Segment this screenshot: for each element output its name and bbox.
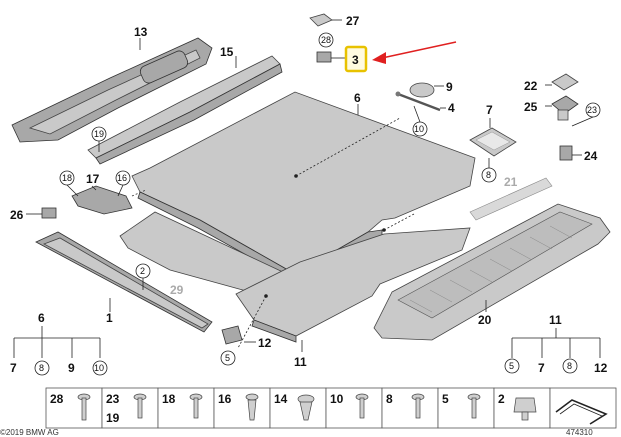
callout-26: 26 xyxy=(10,208,24,222)
part-1-sill-rail xyxy=(35,231,213,333)
part-13-trim-panel xyxy=(11,37,213,143)
fastener-label-18: 18 xyxy=(162,392,176,406)
callout-20: 20 xyxy=(478,313,492,327)
part-7-cover xyxy=(469,127,517,157)
part-25-holder xyxy=(551,95,579,121)
fastener-label-28: 28 xyxy=(50,392,64,406)
fastener-label-8: 8 xyxy=(386,392,393,406)
callout-9: 9 xyxy=(446,80,453,94)
callout-17: 17 xyxy=(86,172,100,186)
group-bracket-right: 11 5 7 8 12 xyxy=(504,313,608,375)
callout-6: 6 xyxy=(354,91,361,105)
footer-reference: 474310 xyxy=(566,428,593,437)
fastener-label-19: 19 xyxy=(106,411,120,425)
group-right-item-0: 5 xyxy=(509,361,514,371)
group-right-item-2: 8 xyxy=(567,361,572,371)
fastener-label-10: 10 xyxy=(330,392,344,406)
part-3-clip xyxy=(316,51,332,63)
clip-icon-2 xyxy=(513,397,537,421)
part-17-bracket xyxy=(71,185,147,215)
fastener-label-23: 23 xyxy=(106,392,120,406)
group-left-title: 6 xyxy=(38,311,45,325)
screw-icon-28 xyxy=(77,393,91,421)
callout-21: 21 xyxy=(504,175,518,189)
callout-4: 4 xyxy=(448,101,455,115)
fastener-label-14: 14 xyxy=(274,392,288,406)
callout-5-circle xyxy=(220,350,236,366)
part-9-cap xyxy=(409,82,435,98)
part-12-clip xyxy=(221,325,243,345)
clip-mounting-icon xyxy=(555,399,608,425)
callout-27: 27 xyxy=(346,14,360,28)
screw-icon-10 xyxy=(355,393,369,419)
callout-23: 23 xyxy=(587,105,597,115)
fastener-grid: 28 23 19 18 16 14 10 8 5 2 xyxy=(45,387,617,429)
part-24-clip xyxy=(559,145,573,161)
fastener-label-16: 16 xyxy=(218,392,232,406)
screw-icon-8 xyxy=(411,393,425,419)
callout-8: 8 xyxy=(486,170,491,180)
part-21-strip xyxy=(469,177,553,221)
callout-28-circle xyxy=(318,32,334,48)
callout-16: 16 xyxy=(117,173,127,183)
callout-22: 22 xyxy=(524,79,538,93)
callout-3: 3 xyxy=(352,53,359,67)
callout-10: 10 xyxy=(414,124,424,134)
group-left-item-1: 8 xyxy=(39,363,44,373)
part-27-cap xyxy=(309,13,333,27)
fastener-label-5: 5 xyxy=(442,392,449,406)
callout-29: 29 xyxy=(170,283,184,297)
callout-19: 19 xyxy=(94,129,104,139)
callout-25: 25 xyxy=(524,100,538,114)
screw-icon-23 xyxy=(133,393,147,419)
part-15-rail xyxy=(87,55,283,165)
part-4-rod xyxy=(395,91,441,112)
screw-icon-5 xyxy=(467,393,481,419)
callout-11: 11 xyxy=(294,355,307,369)
group-right-item-3: 12 xyxy=(594,361,608,375)
red-arrow-icon xyxy=(372,41,457,64)
highlight-box xyxy=(344,45,368,73)
callout-18: 18 xyxy=(62,173,72,183)
group-bracket-left: 6 7 8 9 10 xyxy=(10,311,108,376)
part-20-loading-sill-cover xyxy=(373,203,611,341)
screw-icon-16 xyxy=(245,393,259,421)
callout-28: 28 xyxy=(321,35,331,45)
callout-12: 12 xyxy=(258,336,272,350)
part-26-clip xyxy=(41,207,57,219)
group-right-title: 11 xyxy=(549,313,562,327)
callout-2: 2 xyxy=(140,266,145,276)
callout-1: 1 xyxy=(106,311,113,325)
callout-13: 13 xyxy=(134,25,148,39)
callout-15: 15 xyxy=(220,45,234,59)
callout-5: 5 xyxy=(225,353,230,363)
clip-icon-14 xyxy=(297,394,315,421)
fastener-label-2: 2 xyxy=(498,392,505,406)
group-left-item-3: 10 xyxy=(94,363,104,373)
part-11-base-tray xyxy=(235,227,471,343)
group-right-item-1: 7 xyxy=(538,361,545,375)
footer-copyright: ©2019 BMW AG xyxy=(0,428,59,437)
callout-24: 24 xyxy=(584,149,598,163)
group-left-item-0: 7 xyxy=(10,361,17,375)
part-22-cap xyxy=(551,73,579,91)
group-left-item-2: 9 xyxy=(68,361,75,375)
screw-icon-18 xyxy=(189,393,203,419)
callout-7: 7 xyxy=(486,103,493,117)
